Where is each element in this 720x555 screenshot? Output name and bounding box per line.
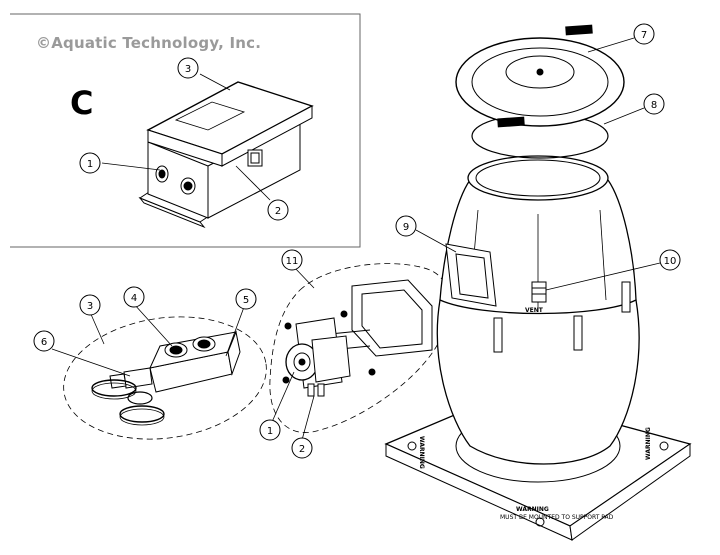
callout-fitting-4: 4	[131, 293, 137, 304]
callout-fitting-3: 3	[87, 301, 93, 312]
tank	[384, 24, 692, 541]
vent-label: VENT	[525, 307, 544, 314]
callout-box-2: 2	[275, 206, 281, 217]
callout-pump-2: 2	[299, 444, 305, 455]
pump-dashed-outline	[269, 263, 449, 433]
warning-subtext: MUST BE MOUNTED TO SUPPORT PAD	[500, 514, 614, 521]
side-warning-label-left: WARNING	[418, 436, 425, 469]
warning-label: WARNING	[516, 506, 549, 513]
fittings-assembly	[91, 330, 241, 426]
callout-tank-7: 7	[641, 30, 647, 41]
fittings-callouts	[33, 286, 257, 377]
callout-box-1: 1	[87, 159, 93, 170]
callout-tank-9: 9	[403, 222, 409, 233]
tank-callouts	[395, 23, 681, 291]
callout-box-3: 3	[185, 64, 191, 75]
side-warning-label-right: WARNING	[645, 427, 652, 460]
callout-fitting-6: 6	[41, 337, 47, 348]
copyright-watermark: ©Aquatic Technology, Inc.	[36, 34, 262, 52]
control-box-callouts	[79, 57, 289, 221]
section-letter: C	[70, 84, 94, 122]
pump-callouts	[259, 249, 315, 459]
callout-pump-1: 1	[267, 426, 273, 437]
fittings-dashed-outline	[63, 316, 267, 440]
callout-pump-11: 11	[286, 256, 299, 267]
callout-tank-10: 10	[664, 256, 677, 267]
inset-frame	[10, 13, 361, 248]
callout-tank-8: 8	[651, 100, 657, 111]
control-box	[138, 81, 314, 229]
pump-assembly	[282, 279, 433, 397]
callout-fitting-5: 5	[243, 295, 249, 306]
